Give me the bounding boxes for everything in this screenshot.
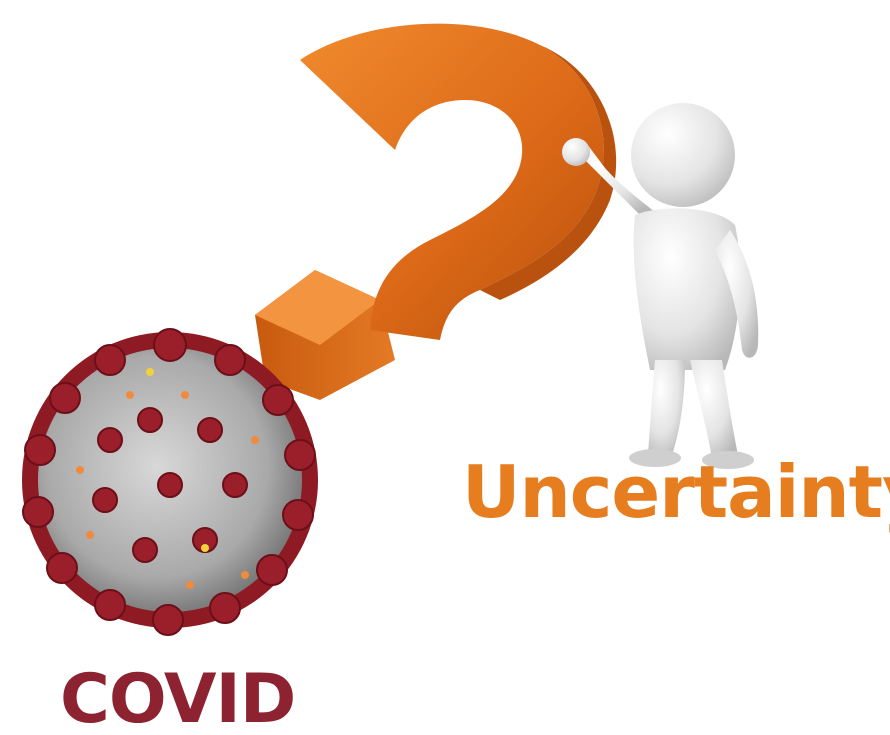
person-figure-icon <box>562 103 759 469</box>
coronavirus-icon <box>22 328 318 636</box>
covid-label: COVID <box>60 660 296 735</box>
uncertainty-label: Uncertainty <box>462 450 890 534</box>
question-mark-icon <box>255 23 617 400</box>
